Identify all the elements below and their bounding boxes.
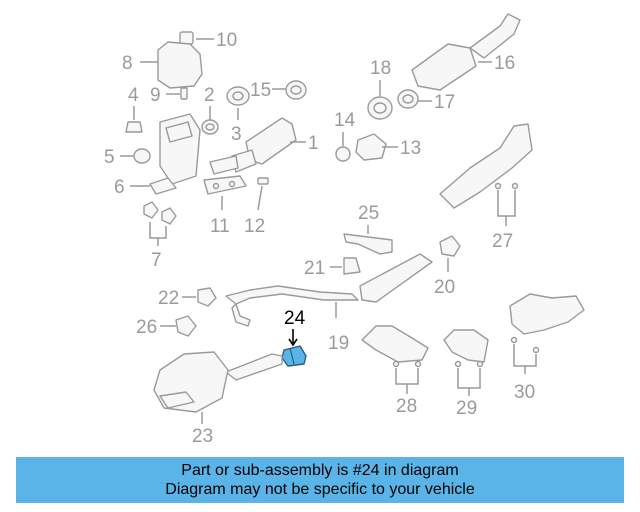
part-24-clamp-highlighted: 24 xyxy=(281,308,307,367)
part-2-gasket: 2 xyxy=(201,85,219,135)
part-26-bracket: 26 xyxy=(136,315,197,338)
callout-9: 9 xyxy=(150,85,161,106)
callout-17: 17 xyxy=(434,92,455,113)
callout-15: 15 xyxy=(250,80,271,101)
part-3-gasket: 3 xyxy=(226,86,250,145)
part-1-front-pipe: 1 xyxy=(209,117,319,175)
callout-14: 14 xyxy=(334,110,356,131)
part-9-clip: 9 xyxy=(150,85,188,106)
callout-10: 10 xyxy=(216,30,237,51)
callout-19: 19 xyxy=(328,333,349,354)
callout-7: 7 xyxy=(151,250,162,271)
callout-18: 18 xyxy=(370,58,391,79)
part-6-bracket: 6 xyxy=(114,177,177,198)
part-28-heat-shield: 28 xyxy=(361,325,429,417)
part-10-cap: 10 xyxy=(179,30,237,51)
callout-20: 20 xyxy=(434,277,455,298)
part-21-hanger: 21 xyxy=(304,257,361,279)
callout-30: 30 xyxy=(514,382,535,403)
callout-1: 1 xyxy=(308,133,319,154)
banner-line-part: Part or sub-assembly is #24 in diagram xyxy=(181,462,459,479)
part-5-damper: 5 xyxy=(104,147,151,168)
part-23-rear-muffler: 23 xyxy=(153,351,283,447)
callout-26: 26 xyxy=(136,317,157,338)
callout-28: 28 xyxy=(396,396,417,417)
part-11-bracket: 11 xyxy=(203,175,247,237)
part-8-reservoir: 8 xyxy=(122,41,203,89)
part-15-gasket: 15 xyxy=(250,80,307,101)
callout-3: 3 xyxy=(231,124,242,145)
callout-6: 6 xyxy=(114,177,125,198)
callout-23: 23 xyxy=(192,426,213,447)
part-4-nut: 4 xyxy=(125,85,143,133)
part-18-flange: 18 xyxy=(367,58,393,120)
callout-13: 13 xyxy=(400,138,421,159)
part-7-hangers: 7 xyxy=(143,201,177,271)
part-27-heat-shield: 27 xyxy=(439,123,533,252)
callout-27: 27 xyxy=(492,231,513,252)
part-manifold-converter xyxy=(159,113,201,185)
part-14-gasket: 14 xyxy=(334,110,356,162)
part-20-hanger: 20 xyxy=(434,235,461,298)
part-17-gasket: 17 xyxy=(397,89,455,113)
part-16-front-pipe: 16 xyxy=(411,13,521,91)
part-12-bolt: 12 xyxy=(244,177,269,237)
callout-2: 2 xyxy=(204,85,215,106)
callout-11: 11 xyxy=(210,216,230,237)
callout-8: 8 xyxy=(122,53,133,74)
part-info-banner: Part or sub-assembly is #24 in diagram D… xyxy=(16,457,624,503)
part-13-clamp: 13 xyxy=(355,133,421,161)
part-29-heat-shield: 29 xyxy=(443,329,489,419)
callout-29: 29 xyxy=(456,398,477,419)
callout-21: 21 xyxy=(304,258,325,279)
part-25-bracket: 25 xyxy=(343,203,393,255)
part-19-intermediate-pipe: 19 xyxy=(225,253,433,354)
part-30-heat-shield: 30 xyxy=(509,293,585,403)
callout-5: 5 xyxy=(104,147,115,168)
part-22-hanger: 22 xyxy=(158,287,217,309)
callout-22: 22 xyxy=(158,288,179,309)
banner-line-disclaimer: Diagram may not be specific to your vehi… xyxy=(165,481,475,498)
callout-25: 25 xyxy=(358,203,379,224)
callout-12: 12 xyxy=(244,216,265,237)
exhaust-parts-diagram: 10 8 9 4 2 3 15 xyxy=(104,13,585,447)
callout-16: 16 xyxy=(494,53,515,74)
callout-4: 4 xyxy=(128,85,139,106)
callout-24: 24 xyxy=(284,308,306,329)
